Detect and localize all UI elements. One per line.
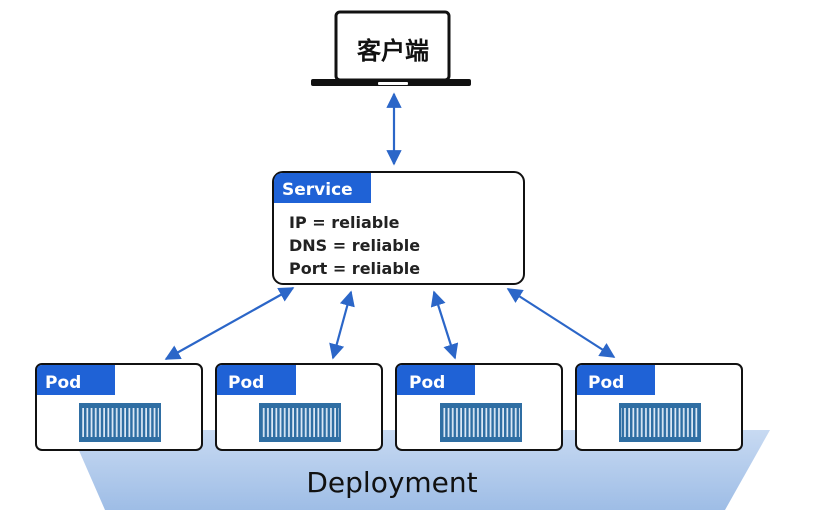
service-pod-arrows (164, 287, 616, 360)
pod-label: Pod (588, 373, 624, 393)
service-box: Service IP = reliable DNS = reliable Por… (272, 171, 525, 285)
deployment-label: Deployment (306, 466, 477, 499)
laptop-notch (378, 82, 408, 85)
client-label: 客户端 (357, 37, 429, 65)
pod-header (37, 365, 115, 395)
arrow-service-pod-4 (506, 288, 616, 358)
service-line-port: Port = reliable (289, 259, 420, 278)
client-laptop: 客户端 (311, 10, 471, 86)
pod-4: Pod (575, 363, 743, 451)
pod-2: Pod (215, 363, 383, 451)
arrow-service-pod-1 (164, 287, 295, 360)
service-title: Service (282, 180, 353, 200)
service-line-dns: DNS = reliable (289, 236, 420, 255)
service-header (274, 173, 371, 203)
service-line-ip: IP = reliable (289, 213, 400, 232)
container-icon (259, 403, 341, 442)
pod-header (217, 365, 296, 395)
pod-label: Pod (228, 373, 264, 393)
pod-label: Pod (45, 373, 81, 393)
arrow-service-pod-3 (430, 290, 459, 360)
pod-label: Pod (409, 373, 445, 393)
container-icon (79, 403, 161, 442)
container-icon (619, 403, 701, 442)
arrow-service-pod-2 (329, 290, 355, 360)
pod-3: Pod (395, 363, 563, 451)
pod-1: Pod (35, 363, 203, 451)
container-icon (440, 403, 522, 442)
pod-header (397, 365, 475, 395)
pod-header (577, 365, 655, 395)
